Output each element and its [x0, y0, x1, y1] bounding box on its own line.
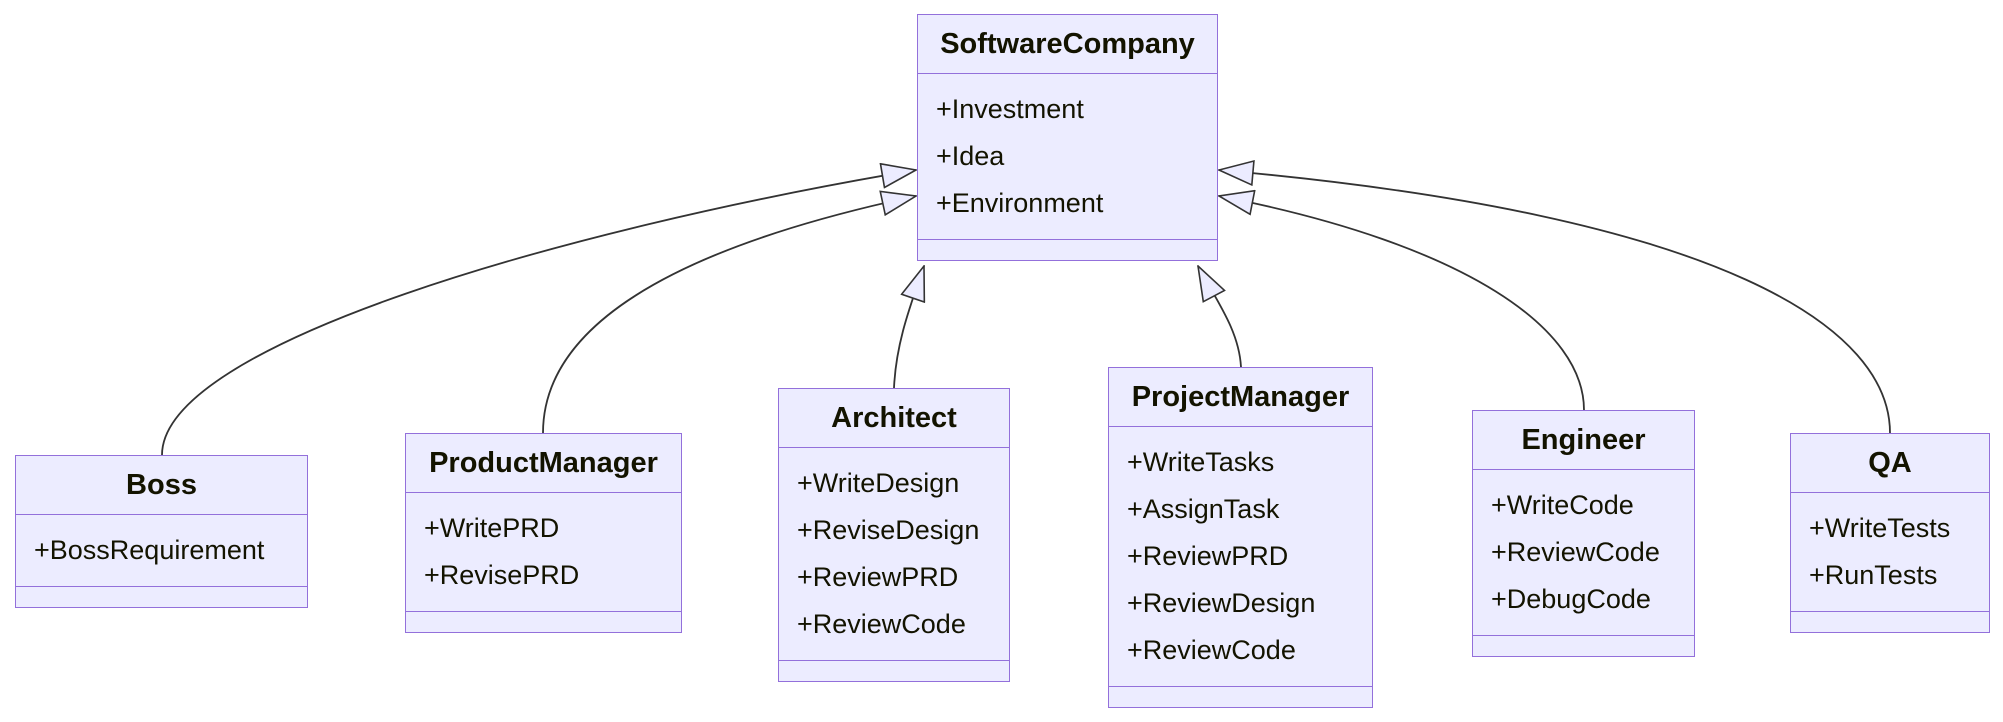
- edge-engineer-to-softwarecompany: [1219, 196, 1585, 411]
- class-methods-empty: [406, 612, 681, 632]
- class-attributes: +WritePRD +RevisePRD: [406, 493, 681, 612]
- class-methods-empty: [1473, 636, 1694, 656]
- class-attribute: +ReviewCode: [1127, 635, 1296, 665]
- class-projectmanager: ProjectManager +WriteTasks +AssignTask +Re…: [1108, 367, 1373, 708]
- class-attributes: +WriteTasks +AssignTask +ReviewPRD +ReviewD…: [1109, 427, 1372, 687]
- edge-productmanager-to-softwarecompany: [542, 196, 916, 434]
- class-title: Architect: [779, 389, 1009, 448]
- class-attributes: +Investment +Idea +Environment: [918, 74, 1217, 240]
- class-attribute: +ReviewCode: [797, 609, 966, 639]
- class-attribute: +ReviewPRD: [797, 562, 959, 592]
- class-attribute: +ReviewPRD: [1127, 541, 1289, 571]
- edge-boss-to-softwarecompany: [161, 170, 916, 456]
- class-attribute: +DebugCode: [1491, 584, 1651, 614]
- edge-projectmanager-to-softwarecompany: [1198, 266, 1242, 368]
- class-attribute: +RevisePRD: [424, 560, 580, 590]
- class-attribute: +ReviewCode: [1491, 537, 1660, 567]
- class-attribute: +AssignTask: [1127, 494, 1280, 524]
- class-title: ProjectManager: [1109, 368, 1372, 427]
- class-attribute: +ReviseDesign: [797, 515, 980, 545]
- class-productmanager: ProductManager +WritePRD +RevisePRD: [405, 433, 682, 633]
- edge-qa-to-softwarecompany: [1219, 170, 1891, 434]
- class-methods-empty: [1791, 612, 1989, 632]
- class-attribute: +WritePRD: [424, 513, 560, 543]
- class-methods-empty: [1109, 687, 1372, 707]
- class-title: Boss: [16, 456, 307, 515]
- edge-architect-to-softwarecompany: [893, 266, 924, 389]
- class-attributes: +WriteCode +ReviewCode +DebugCode: [1473, 470, 1694, 636]
- class-title: QA: [1791, 434, 1989, 493]
- class-boss: Boss +BossRequirement: [15, 455, 308, 608]
- class-title: SoftwareCompany: [918, 15, 1217, 74]
- class-attribute: +BossRequirement: [34, 535, 265, 565]
- class-title: ProductManager: [406, 434, 681, 493]
- class-attribute: +WriteTests: [1809, 513, 1951, 543]
- class-softwarecompany: SoftwareCompany +Investment +Idea +Environ…: [917, 14, 1218, 261]
- class-attribute: +RunTests: [1809, 560, 1938, 590]
- class-attribute: +WriteCode: [1491, 490, 1634, 520]
- class-attribute: +WriteDesign: [797, 468, 960, 498]
- class-qa: QA +WriteTests +RunTests: [1790, 433, 1990, 633]
- class-attribute: +WriteTasks: [1127, 447, 1275, 477]
- class-methods-empty: [16, 587, 307, 607]
- class-attribute: +Investment: [936, 94, 1084, 124]
- class-methods-empty: [918, 240, 1217, 260]
- class-attribute: +ReviewDesign: [1127, 588, 1316, 618]
- class-attributes: +BossRequirement: [16, 515, 307, 587]
- class-methods-empty: [779, 661, 1009, 681]
- class-attribute: +Idea: [936, 141, 1005, 171]
- class-engineer: Engineer +WriteCode +ReviewCode +DebugCode: [1472, 410, 1695, 657]
- class-title: Engineer: [1473, 411, 1694, 470]
- class-architect: Architect +WriteDesign +ReviseDesign +Revi…: [778, 388, 1010, 682]
- class-attributes: +WriteDesign +ReviseDesign +ReviewPRD +Revi…: [779, 448, 1009, 661]
- class-attribute: +Environment: [936, 188, 1104, 218]
- class-attributes: +WriteTests +RunTests: [1791, 493, 1989, 612]
